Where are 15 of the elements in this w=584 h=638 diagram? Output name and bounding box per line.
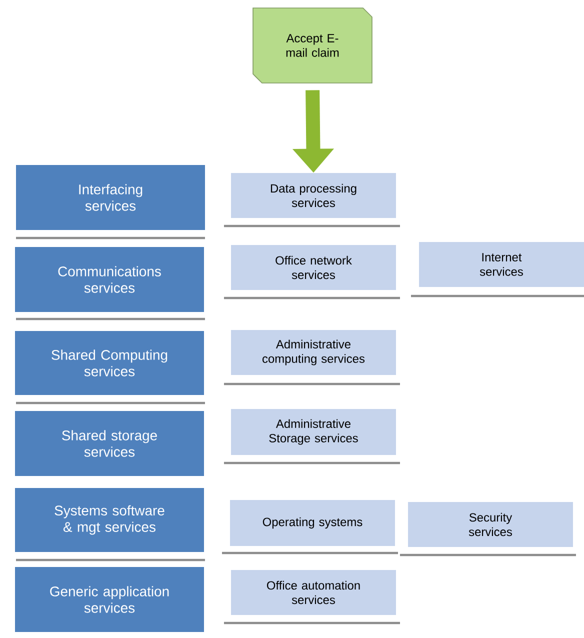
service-box: Operating systems — [230, 500, 395, 546]
service-box: Shared Computing services — [15, 331, 204, 395]
service-box: Generic application services — [15, 567, 204, 632]
service-box: Administrative computing services — [231, 330, 396, 375]
service-box: Administrative Storage services — [231, 409, 396, 455]
service-box: Shared storage services — [15, 411, 204, 476]
service-box: Systems software & mgt services — [15, 488, 204, 552]
service-box: Interfacing services — [16, 165, 205, 230]
process-box: Accept E-mail claim — [252, 8, 372, 84]
service-box: Data processing services — [231, 173, 396, 218]
service-box: Office automation services — [231, 570, 396, 615]
service-box: Communications services — [15, 247, 204, 312]
service-box: Security services — [408, 502, 573, 547]
service-box: Office network services — [231, 245, 396, 290]
service-box: Internet services — [419, 242, 584, 287]
